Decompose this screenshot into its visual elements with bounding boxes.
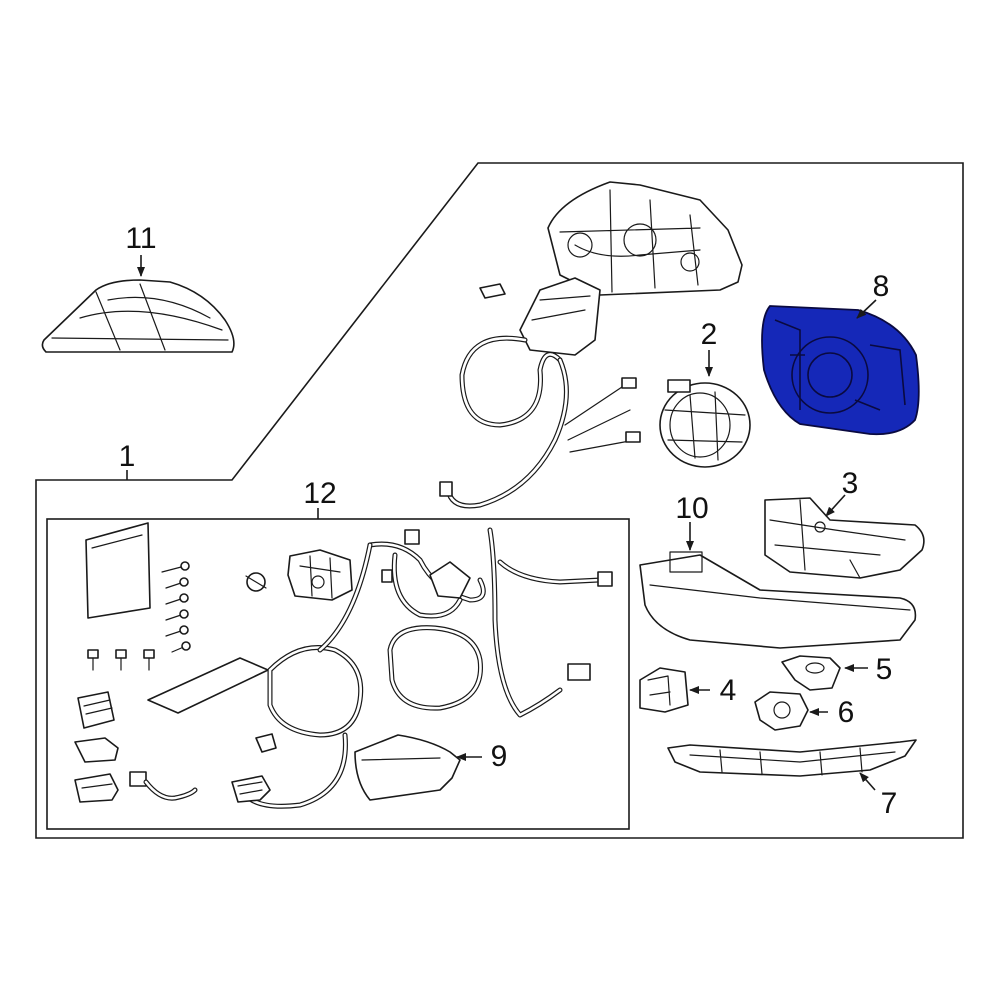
mirror-glass-part[interactable] bbox=[761, 305, 920, 436]
kit-long-wire-inner bbox=[488, 528, 562, 717]
small-clip-a bbox=[245, 572, 267, 592]
housing-connector-a bbox=[621, 377, 637, 389]
bracket-part[interactable] bbox=[639, 667, 689, 713]
bolts-set bbox=[87, 649, 155, 671]
kit-motor-unit bbox=[287, 549, 353, 601]
callout-10: 10 bbox=[675, 492, 708, 525]
callout-3: 3 bbox=[842, 467, 859, 500]
callout-9: 9 bbox=[491, 740, 508, 773]
housing-connector-c bbox=[439, 481, 453, 497]
housing-connector-b bbox=[625, 431, 641, 443]
kit-wire-b-inner bbox=[498, 560, 602, 584]
pigtail-connector bbox=[129, 771, 198, 801]
repeater-strip-part[interactable] bbox=[667, 739, 917, 777]
housing-branch-wires bbox=[564, 384, 636, 453]
lower-cover-part[interactable] bbox=[639, 551, 917, 649]
callout-1: 1 bbox=[119, 440, 136, 473]
cover-cap-part[interactable] bbox=[41, 279, 235, 353]
callout-11: 11 bbox=[125, 222, 156, 255]
housing-harness-inner bbox=[446, 358, 568, 508]
callout-4: 4 bbox=[720, 674, 737, 707]
signal-lens-part[interactable] bbox=[764, 497, 925, 579]
instruction-sheet bbox=[85, 522, 151, 619]
callout-8: 8 bbox=[873, 270, 890, 303]
kit-long-wire bbox=[487, 527, 563, 718]
callout-12: 12 bbox=[303, 477, 336, 510]
small-clip-b bbox=[255, 733, 277, 753]
kit-connector-d bbox=[597, 571, 613, 587]
kit-cross-wire-inner bbox=[318, 543, 372, 652]
kit-plug bbox=[231, 775, 271, 803]
kit-heater-wire-inner bbox=[268, 646, 362, 737]
housing-harness bbox=[445, 357, 569, 509]
callout-7: 7 bbox=[881, 787, 898, 820]
adhesive-pad bbox=[147, 657, 269, 714]
callout-5: 5 bbox=[876, 653, 893, 686]
screws-set bbox=[161, 561, 191, 653]
housing-wire-loop-inner bbox=[460, 336, 562, 427]
sensor-clip-part[interactable] bbox=[781, 655, 841, 691]
heater-pad-part[interactable] bbox=[354, 734, 461, 801]
callout-6: 6 bbox=[838, 696, 855, 729]
kit-frame bbox=[46, 518, 630, 830]
kit-connector-e bbox=[567, 663, 591, 681]
mirror-housing-part[interactable] bbox=[479, 181, 743, 356]
actuator-motor-part[interactable] bbox=[659, 379, 751, 468]
kit-heater-lead-inner bbox=[243, 733, 347, 808]
kit-mirror-wire-loop-inner bbox=[388, 626, 482, 710]
kit-wire-harness bbox=[367, 529, 486, 619]
connector-blocks bbox=[74, 691, 119, 803]
leader-8 bbox=[856, 299, 877, 319]
leader-7 bbox=[859, 772, 876, 791]
assembly-frame bbox=[35, 162, 964, 839]
lamp-unit-part[interactable] bbox=[754, 691, 809, 731]
leader-3 bbox=[825, 494, 846, 517]
callout-2: 2 bbox=[701, 318, 718, 351]
